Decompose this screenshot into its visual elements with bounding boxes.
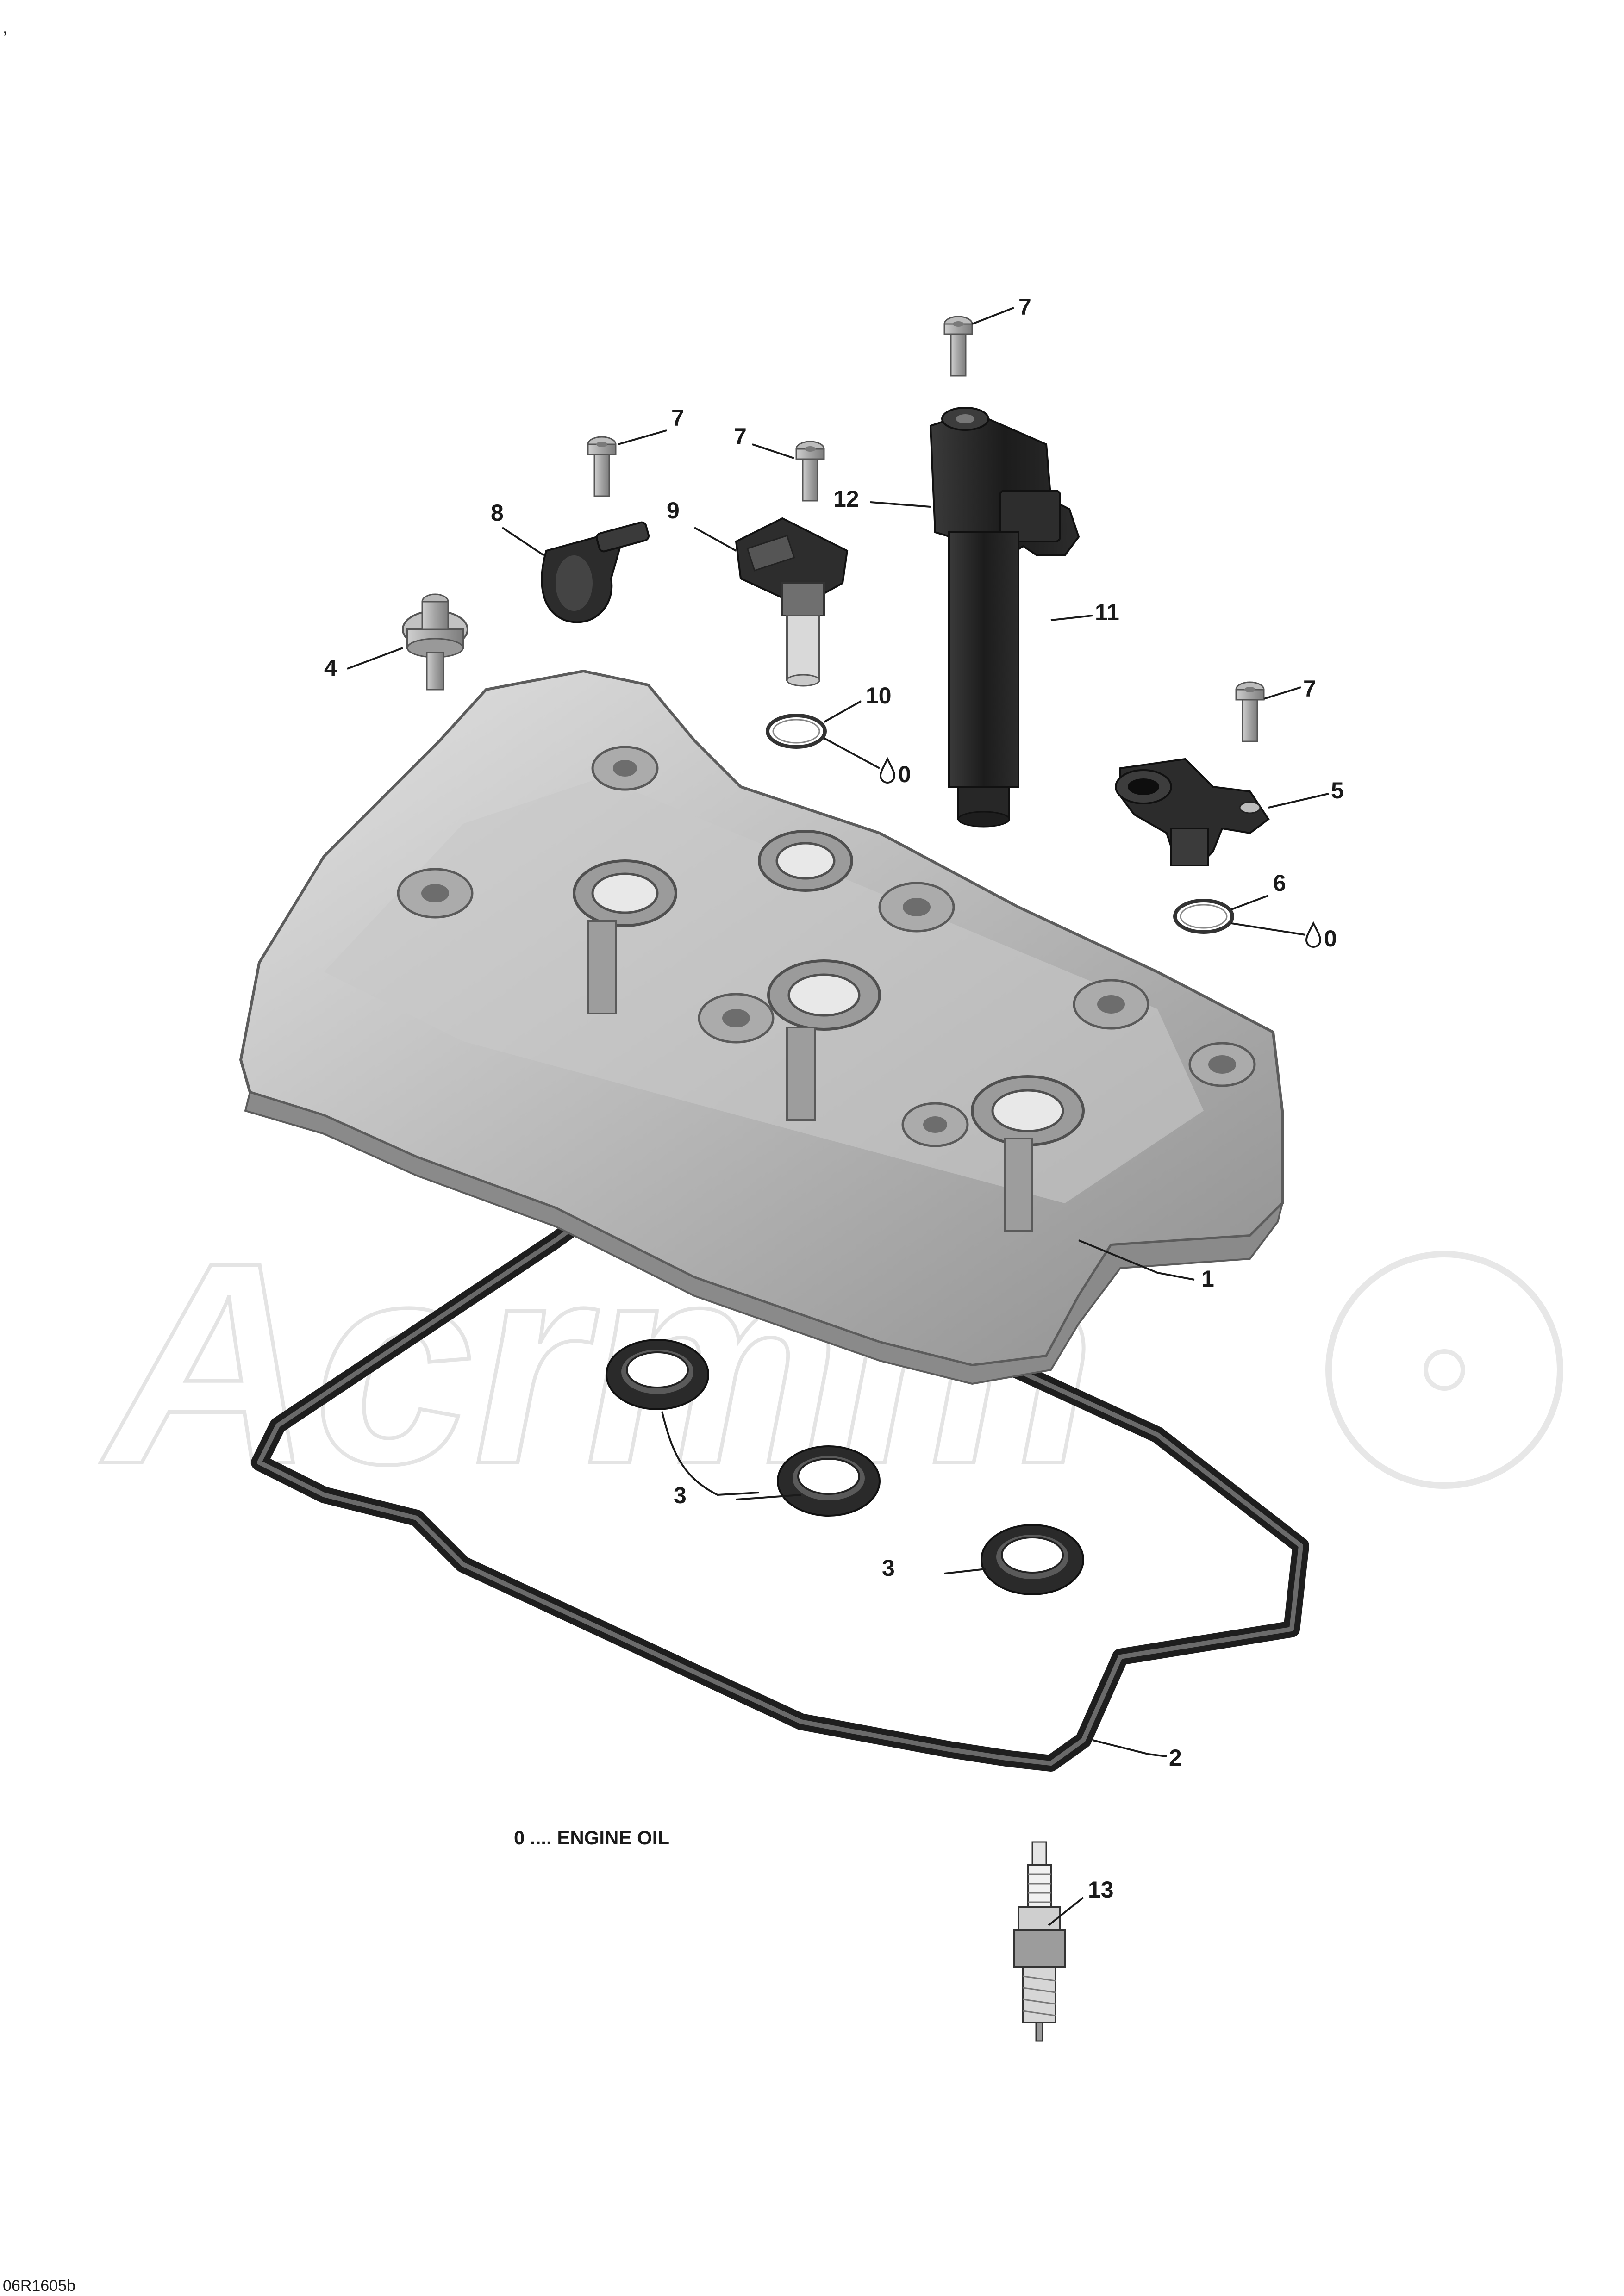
callout-7: 7 (734, 423, 747, 449)
ignition-coil-part (929, 407, 1080, 828)
leader-7b (618, 429, 667, 445)
callout-2: 2 (1169, 1745, 1182, 1771)
callout-10: 10 (866, 683, 892, 709)
housing-fitting-part (1115, 758, 1270, 866)
spark-plug-gasket-3 (981, 1524, 1084, 1595)
oil-drop-icon (1305, 921, 1322, 948)
callout-12: 12 (833, 486, 859, 512)
o-ring-6-part (1173, 899, 1234, 934)
callout-7: 7 (1018, 294, 1031, 320)
leader-3b (944, 1568, 987, 1574)
callout-1: 1 (1201, 1266, 1214, 1292)
leader-10b (824, 737, 880, 769)
leader-lines (347, 307, 1329, 1926)
callout-5: 5 (1331, 778, 1344, 803)
bolt-2 (587, 436, 617, 497)
callout-7: 7 (1303, 676, 1316, 702)
legend-engine-oil: 0 .... ENGINE OIL (514, 1827, 669, 1848)
valve-cover-part (239, 669, 1284, 1385)
callout-6: 6 (1273, 870, 1286, 896)
callout-3: 3 (882, 1555, 895, 1581)
callout-13: 13 (1088, 1877, 1114, 1903)
callout-11: 11 (1095, 599, 1119, 625)
leader-6b (1231, 922, 1306, 936)
spark-plug-gasket-1 (606, 1339, 709, 1410)
callout-7: 7 (671, 405, 684, 431)
leader-6 (1231, 895, 1269, 910)
bolts-part (587, 316, 1265, 742)
sensor-part (735, 517, 849, 687)
callout-8: 8 (491, 500, 504, 526)
oil-drop-icon (879, 757, 896, 784)
leader-2 (1092, 1739, 1167, 1757)
figure-code: 06R1605b (3, 2277, 75, 2295)
callout-9: 9 (667, 498, 680, 523)
spark-plug-gasket-2 (777, 1445, 881, 1517)
fitting-part (402, 593, 468, 691)
corner-mark: , (3, 19, 7, 37)
leader-12 (870, 501, 931, 508)
o-ring-10-part (766, 714, 827, 749)
leader-7a (972, 307, 1014, 325)
spark-plug-part (1013, 1841, 1066, 2042)
leader-4 (347, 647, 403, 670)
bolt-3 (795, 441, 825, 502)
leader-10 (824, 700, 862, 723)
leader-13 (1048, 1897, 1084, 1926)
watermark-wheel-icon (1325, 1251, 1563, 1489)
leader-3a (661, 1411, 760, 1496)
bolt-1 (943, 316, 973, 377)
oil-marks: 0 0 (879, 757, 1337, 952)
bolt-4 (1235, 681, 1265, 742)
callout-4: 4 (324, 655, 337, 681)
oil-mark: 0 (898, 761, 911, 787)
leader-9 (694, 527, 737, 552)
leader-11 (1050, 615, 1093, 621)
leader-3a-end (736, 1494, 801, 1500)
oil-mark: 0 (1324, 926, 1337, 952)
leader-1 (1078, 1239, 1195, 1281)
leader-7d (1263, 686, 1301, 700)
callout-3: 3 (674, 1482, 687, 1508)
leader-8 (501, 527, 545, 556)
callout-labels: 7 7 7 7 12 8 9 11 4 10 5 6 1 3 3 2 13 (324, 294, 1344, 1903)
leader-5 (1268, 793, 1329, 809)
clip-part (541, 521, 650, 623)
leader-7c (752, 443, 794, 459)
